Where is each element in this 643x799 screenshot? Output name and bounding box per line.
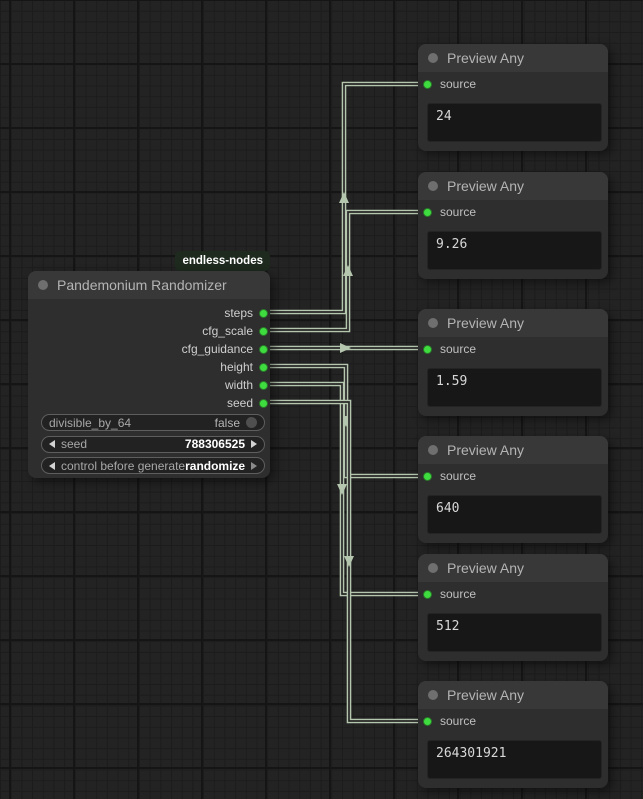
input-dot-source[interactable] [423,207,432,217]
output-slot-seed: seed [28,394,270,412]
node-preview-any-4[interactable]: Preview Any source 640 [418,436,608,543]
output-slot-cfg-scale: cfg_scale [28,322,270,340]
preview-textbox[interactable]: 9.26 [427,231,602,270]
link-cfg-scale-to-preview-2 [264,209,427,333]
output-slot-steps: steps [28,304,270,322]
widget-label: control before generate [61,458,186,473]
preview-textbox[interactable]: 640 [427,495,602,534]
input-dot-source[interactable] [423,589,432,599]
node-title: Preview Any [447,178,525,194]
output-label: height [220,360,253,374]
collapse-dot-icon[interactable] [428,563,438,573]
collapse-dot-icon[interactable] [428,181,438,191]
widget-value: 788306525 [184,437,245,451]
input-slot-source: source [418,464,608,488]
node-titlebar[interactable]: Preview Any [418,554,608,582]
node-title: Preview Any [447,687,525,703]
output-dot-cfg-guidance[interactable] [259,344,268,354]
node-preview-any-6[interactable]: Preview Any source 264301921 [418,681,608,788]
next-option-arrow-icon[interactable] [251,461,258,470]
output-dot-seed[interactable] [259,398,268,408]
input-label: source [440,77,477,91]
widget-divisible-by-64[interactable]: divisible_by_64 false [41,414,265,431]
input-slot-source: source [418,709,608,733]
toggle-knob-icon[interactable] [246,417,257,428]
collapse-dot-icon[interactable] [428,445,438,455]
node-titlebar[interactable]: Preview Any [418,172,608,200]
widget-label: divisible_by_64 [49,415,132,430]
input-slot-source: source [418,582,608,606]
input-dot-source[interactable] [423,344,432,354]
node-titlebar[interactable]: Preview Any [418,309,608,337]
output-dot-height[interactable] [259,362,268,372]
widget-control-before-generate[interactable]: control before generate randomize [41,457,265,474]
node-titlebar[interactable]: Preview Any [418,436,608,464]
decrement-arrow-icon[interactable] [49,440,55,448]
input-label: source [440,714,477,728]
node-preview-any-3[interactable]: Preview Any source 1.59 [418,309,608,416]
node-pack-badge: endless-nodes [175,251,270,271]
collapse-dot-icon[interactable] [38,280,48,290]
widget-value: false [214,415,240,430]
collapse-dot-icon[interactable] [428,690,438,700]
node-title: Preview Any [447,442,525,458]
node-titlebar[interactable]: Pandemonium Randomizer [28,271,270,299]
input-slot-source: source [418,72,608,96]
input-dot-source[interactable] [423,79,432,89]
preview-textbox[interactable]: 1.59 [427,368,602,407]
widget-value: randomize [185,458,246,473]
input-label: source [440,587,477,601]
widget-label: seed [61,437,88,451]
increment-arrow-icon[interactable] [251,440,257,448]
node-titlebar[interactable]: Preview Any [418,44,608,72]
preview-textbox[interactable]: 264301921 [427,740,602,779]
input-label: source [440,205,477,219]
link-width-to-preview-5 [264,381,427,597]
input-label: source [440,469,477,483]
output-slot-width: width [28,376,270,394]
link-height-to-preview-4 [264,363,427,479]
link-arrow-down-icon [341,416,351,427]
node-preview-any-5[interactable]: Preview Any source 512 [418,554,608,661]
output-slot-cfg-guidance: cfg_guidance [28,340,270,358]
node-preview-any-1[interactable]: Preview Any source 24 [418,44,608,151]
output-label: seed [226,396,253,410]
node-preview-any-2[interactable]: Preview Any source 9.26 [418,172,608,279]
link-arrow-down-icon [337,484,347,495]
node-title: Preview Any [447,50,525,66]
node-titlebar[interactable]: Preview Any [418,681,608,709]
output-slot-height: height [28,358,270,376]
link-steps-to-preview-1 [264,81,427,315]
link-arrow-up-icon [339,192,349,203]
node-title: Preview Any [447,560,525,576]
input-label: source [440,342,477,356]
output-dot-cfg-scale[interactable] [259,326,268,336]
link-seed-to-preview-6 [264,399,427,724]
link-arrow-up-icon [343,265,353,276]
input-dot-source[interactable] [423,716,432,726]
output-label: cfg_guidance [181,342,253,356]
collapse-dot-icon[interactable] [428,53,438,63]
output-slots: steps cfg_scale cfg_guidance height widt… [28,304,270,412]
output-label: steps [224,306,253,320]
output-dot-steps[interactable] [259,308,268,318]
link-arrow-down-icon [344,556,354,567]
output-label: cfg_scale [202,324,253,338]
output-dot-width[interactable] [259,380,268,390]
link-arrow-right-icon [340,343,351,353]
input-dot-source[interactable] [423,471,432,481]
prev-option-arrow-icon[interactable] [49,461,55,470]
widget-seed[interactable]: seed 788306525 [41,435,265,453]
node-pandemonium-randomizer[interactable]: Pandemonium Randomizer steps cfg_scale c… [28,271,270,478]
widget-area: divisible_by_64 false seed 788306525 con… [41,414,265,479]
output-label: width [224,378,253,392]
node-title: Pandemonium Randomizer [57,277,227,293]
link-cfg-guidance-to-preview-3 [264,343,427,353]
preview-textbox[interactable]: 24 [427,103,602,142]
preview-textbox[interactable]: 512 [427,613,602,652]
input-slot-source: source [418,200,608,224]
collapse-dot-icon[interactable] [428,318,438,328]
input-slot-source: source [418,337,608,361]
node-title: Preview Any [447,315,525,331]
